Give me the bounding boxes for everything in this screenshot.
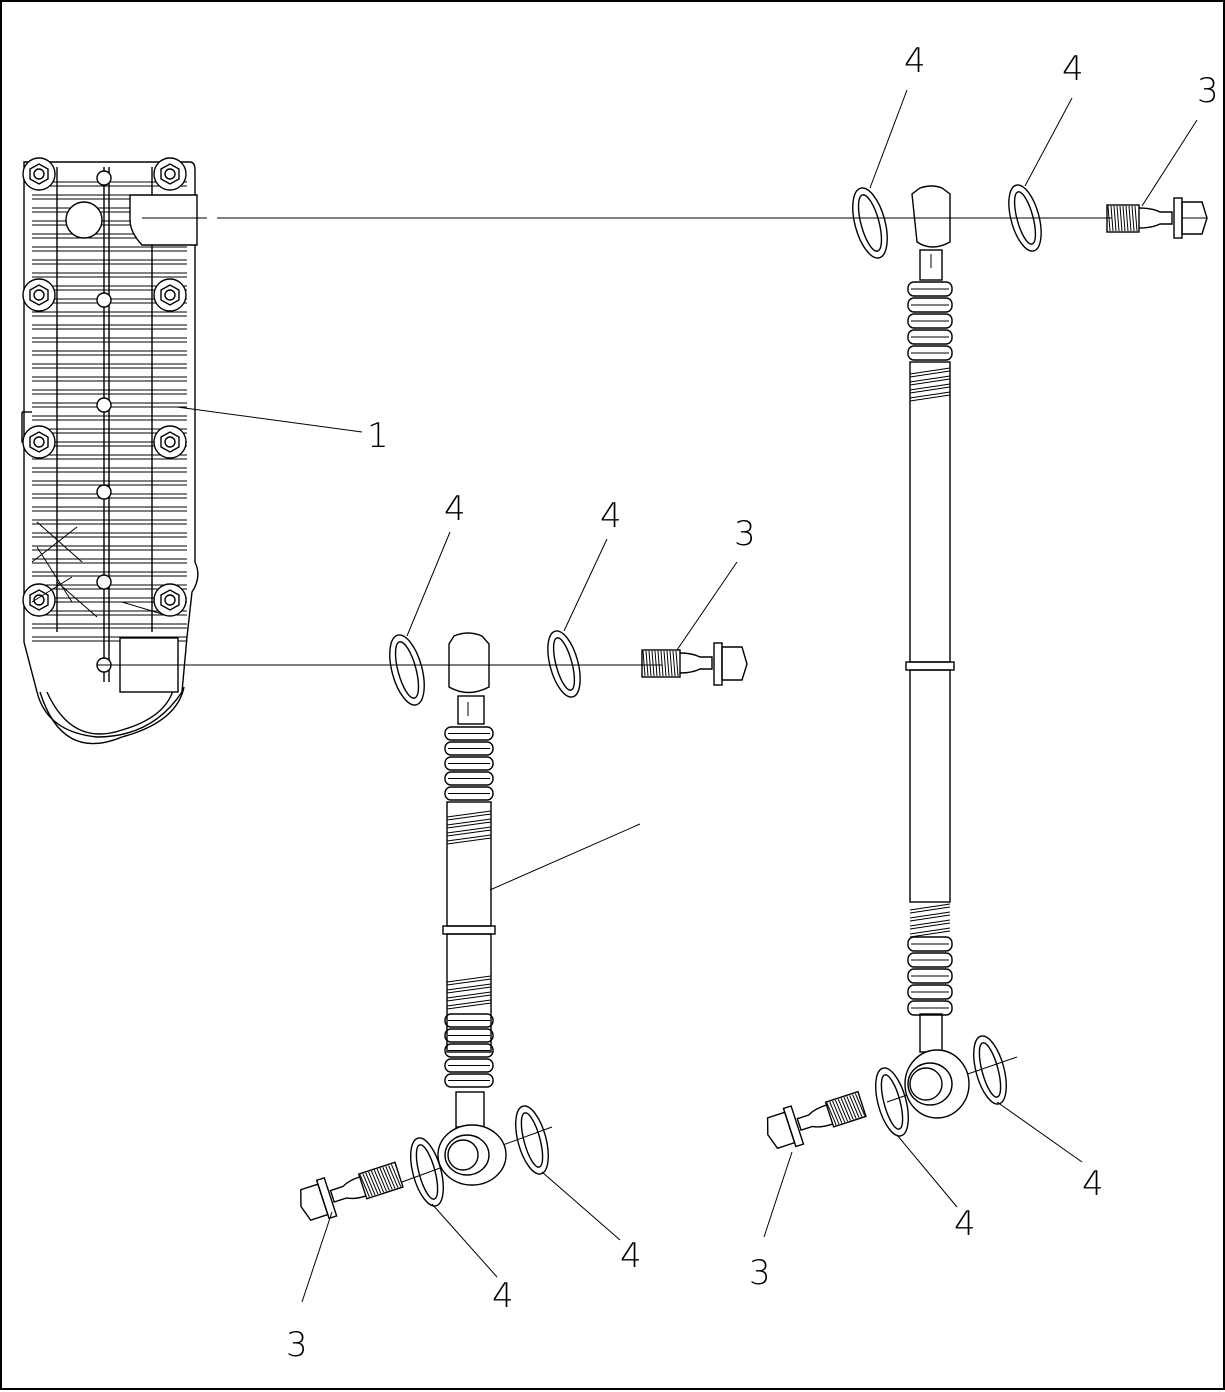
callout-bottom-left-washer-1: 4 — [492, 1276, 514, 1316]
callout-bottom-left-washer-2: 4 — [620, 1236, 642, 1276]
callout-top-washer-2: 4 — [1062, 49, 1084, 89]
callout-mid-washer-1: 4 — [444, 489, 466, 529]
washer-mid-2 — [547, 630, 581, 698]
callout-mid-bolt: 3 — [734, 514, 756, 554]
banjo-bolt-top — [1106, 197, 1208, 239]
banjo-bolt-bottom-left — [300, 1161, 404, 1221]
callout-bottom-right-washer-1: 4 — [954, 1204, 976, 1244]
washer-top-2 — [1008, 184, 1042, 252]
callout-top-washer-1: 4 — [904, 41, 926, 81]
washer-bottom-left-1 — [410, 1137, 444, 1207]
leader-lines — [176, 89, 1198, 1303]
callout-bottom-left-bolt: 3 — [286, 1325, 308, 1365]
assembly-centerlines — [97, 217, 1112, 1183]
banjo-bolt-bottom-right — [766, 1090, 867, 1150]
callout-labels: 1 4 4 3 4 4 3 3 4 4 3 4 4 — [286, 41, 1219, 1365]
washer-bottom-right-2 — [973, 1035, 1007, 1105]
callout-1: 1 — [367, 416, 389, 456]
washer-bottom-right-1 — [875, 1067, 909, 1137]
callout-bottom-right-bolt: 3 — [749, 1253, 771, 1293]
washer-top-1 — [852, 187, 888, 259]
banjo-bolt-mid — [641, 642, 748, 686]
hose-long — [904, 185, 970, 1119]
washer-bottom-left-2 — [515, 1105, 549, 1175]
cooler-housing — [21, 157, 199, 745]
washer-mid-1 — [389, 634, 425, 706]
callout-mid-washer-2: 4 — [600, 496, 622, 536]
callout-top-bolt: 3 — [1197, 71, 1219, 111]
hose-short — [437, 632, 507, 1186]
callout-bottom-right-washer-2: 4 — [1082, 1164, 1104, 1204]
